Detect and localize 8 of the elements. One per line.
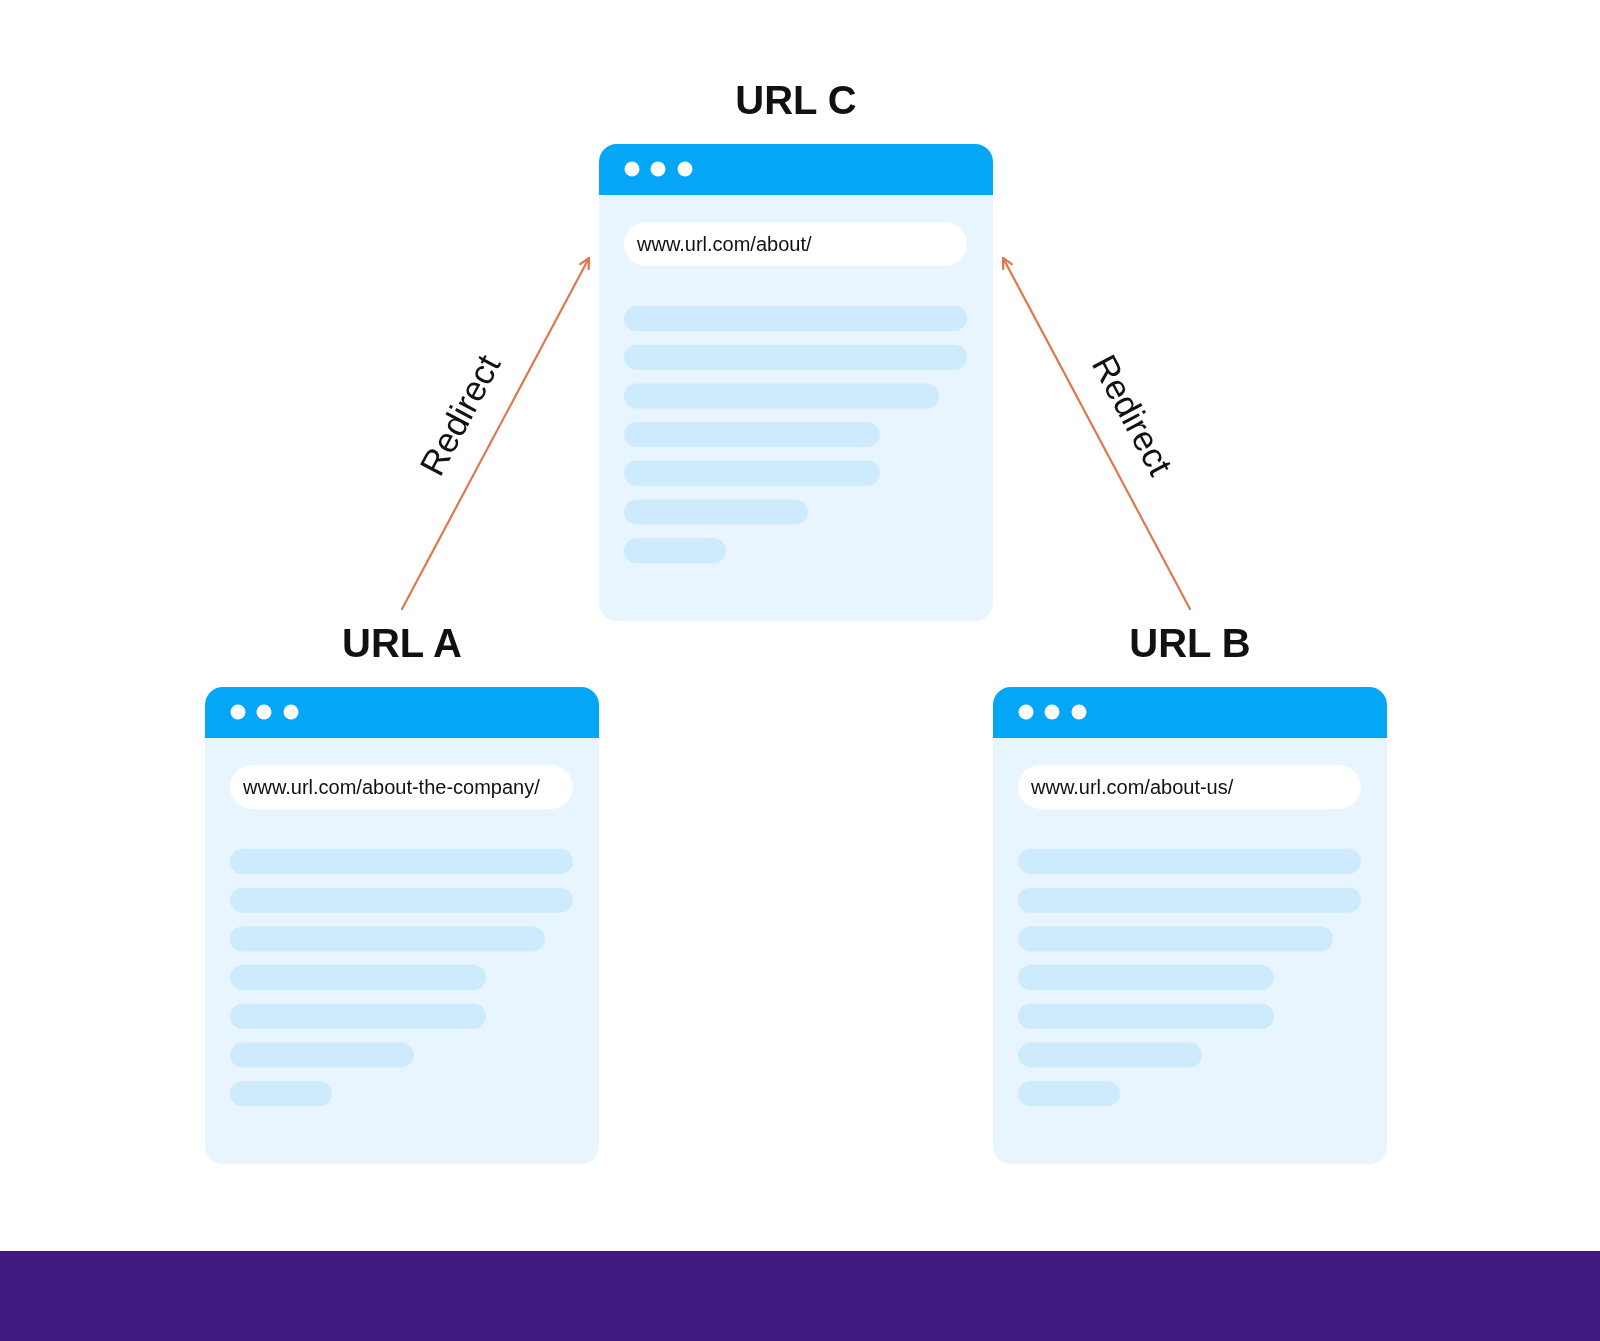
page-heading: URL B — [1129, 621, 1251, 665]
arrow — [1001, 256, 1192, 611]
page-heading: URL A — [342, 621, 462, 665]
address-bar: www.url.com/about/ — [624, 222, 967, 266]
address-bar: www.url.com/about-us/ — [1018, 765, 1361, 809]
arrow — [400, 256, 591, 611]
address-bar: www.url.com/about-the-company/ — [230, 765, 573, 809]
page-heading: URL C — [735, 78, 857, 122]
